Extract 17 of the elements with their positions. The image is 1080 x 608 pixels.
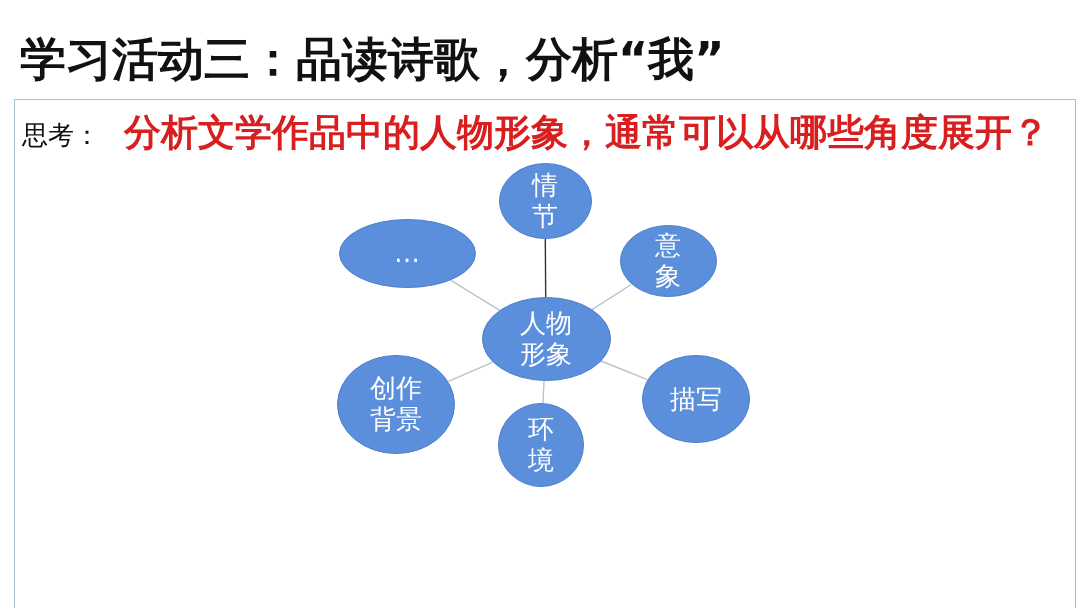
question-text: 分析文学作品中的人物形象，通常可以从哪些角度展开？ <box>124 112 1049 155</box>
connector-line <box>447 361 493 382</box>
topic-ellipse: 意象 <box>619 225 717 297</box>
topic-ellipse: 环境 <box>498 403 584 487</box>
connector-line <box>449 279 500 311</box>
topic-ellipse: 情节 <box>498 163 592 239</box>
center-ellipse: 人物形象 <box>481 297 611 381</box>
content-panel <box>14 99 1076 608</box>
connector-line <box>591 283 632 311</box>
connector-line <box>542 380 545 404</box>
connector-line <box>600 360 649 381</box>
page-title: 学习活动三：品读诗歌，分析“我” <box>20 34 725 85</box>
topic-ellipse: 描写 <box>642 355 750 443</box>
topic-ellipse: … <box>338 218 476 288</box>
topic-ellipse: 创作背景 <box>337 354 455 454</box>
connector-line <box>544 238 547 298</box>
prompt-label: 思考： <box>22 121 100 151</box>
